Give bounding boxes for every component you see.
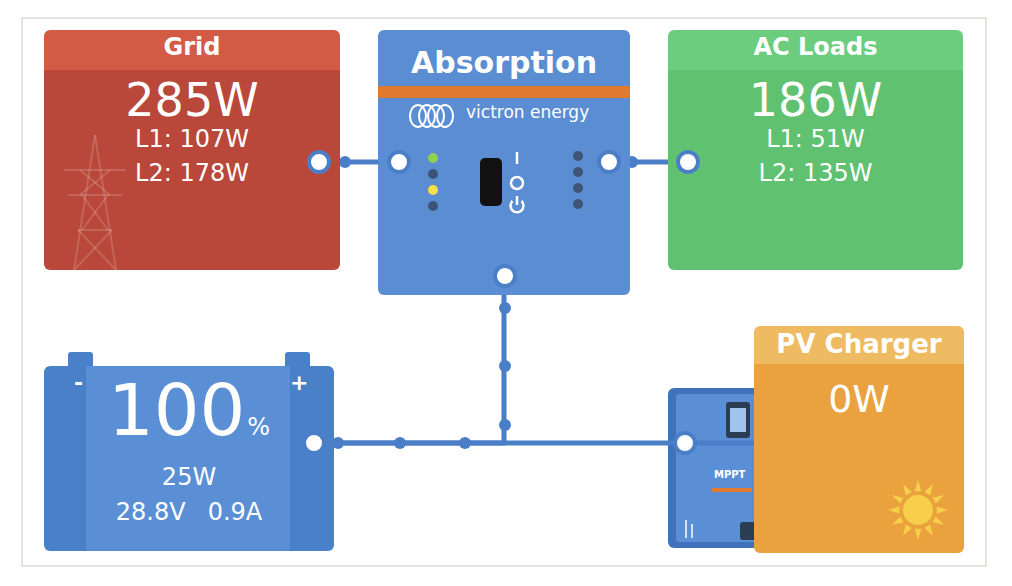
sun-icon: [915, 480, 922, 491]
pylon-icon: [80, 170, 110, 195]
box-heading: AC Loads: [754, 34, 878, 62]
terminal-sign: -: [74, 372, 83, 394]
box-heading: PV Charger: [776, 330, 941, 360]
inverter-icon: [428, 201, 438, 211]
pv-charger-box: PV Charger 0W: [754, 326, 964, 553]
text-row: Absorption: [378, 46, 630, 81]
pylon-icon: [74, 135, 95, 270]
text-row: 285W: [44, 74, 340, 127]
flow-dot: [499, 360, 511, 372]
text-row: L1: 107W: [44, 126, 340, 154]
terminal-sign: +: [290, 372, 308, 394]
sun-icon: [924, 484, 933, 495]
mppt-device: [691, 524, 693, 538]
flow-dot: [394, 437, 406, 449]
inverter-icon: [511, 177, 523, 189]
sun-icon: [903, 524, 912, 535]
sun-icon: [902, 494, 934, 526]
inverter-icon: [573, 183, 583, 193]
mppt-device: [730, 408, 746, 432]
inverter-icon: [511, 152, 524, 212]
value-text: 186W: [749, 74, 882, 127]
value-text: L2: 178W: [135, 160, 249, 188]
flow-dot: [459, 437, 471, 449]
inverter-icon: [410, 105, 453, 127]
mppt-device: [726, 402, 750, 438]
inverter-icon: [516, 196, 519, 205]
box-heading: Absorption: [411, 46, 597, 81]
mppt-device: [668, 388, 764, 548]
text-row: 25W: [44, 464, 334, 492]
pylon-icon: [64, 169, 126, 171]
mppt-device: [712, 488, 752, 492]
flow-dot: [339, 156, 351, 168]
mppt-device: [676, 394, 760, 542]
mppt-device: [685, 520, 687, 538]
text-row: 0W: [754, 378, 964, 422]
sun-icon: [892, 495, 903, 504]
value-text: victron energy: [466, 103, 589, 123]
sun-icon: [915, 529, 922, 540]
loads-box: AC Loads 186WL1: 51W L2: 135W: [668, 30, 963, 270]
flow-dot: [499, 419, 511, 431]
mppt-device: [668, 388, 764, 548]
value-text: 100: [108, 369, 245, 452]
sun-icon: [932, 495, 943, 504]
inverter-icon: [516, 152, 519, 164]
sun-icon: [888, 480, 948, 540]
text-row: L1: 51W: [668, 126, 963, 154]
pylon-icon: [74, 230, 112, 270]
text-row: PV Charger: [754, 330, 964, 360]
inverter-icon: [428, 169, 438, 179]
inverter-icon: [573, 167, 583, 177]
pylon-icon: [68, 194, 122, 196]
pylon-icon: [95, 135, 116, 270]
text-row: L2: 135W: [668, 160, 963, 188]
pylon-icon: [78, 230, 116, 270]
inverter-icon: [437, 105, 453, 127]
sun-icon: [754, 326, 964, 553]
bus-connector: [334, 295, 504, 443]
value-text: 285W: [125, 74, 258, 127]
sun-icon: [892, 516, 903, 525]
inverter-icon: [573, 199, 583, 209]
device-label: MPPT: [714, 470, 745, 480]
value-text: 25W: [162, 464, 216, 492]
pylon-icon: [80, 170, 110, 195]
frame: [22, 18, 986, 566]
sun-icon: [888, 507, 899, 514]
text-row: L2: 178W: [44, 160, 340, 188]
sun-icon: [932, 516, 943, 525]
text-row: 186W: [668, 74, 963, 127]
sun-icon: [937, 507, 948, 514]
grid-box: Grid 285WL1: 107W L2: 178W: [44, 30, 340, 270]
text-row: 28.8V 0.9A: [44, 499, 334, 527]
sun-icon: [924, 524, 933, 535]
value-text: L2: 135W: [759, 160, 873, 188]
value-text: 28.8V: [116, 499, 186, 527]
value-text: L1: 51W: [766, 126, 865, 154]
value-text: 0.9A: [208, 499, 263, 527]
flow-dot: [499, 302, 511, 314]
text-row: AC Loads: [668, 34, 963, 62]
pylon-icon: [82, 195, 108, 230]
connector-port: [675, 433, 695, 453]
text-row: victron energy: [466, 103, 589, 123]
inverter-box: Absorption victron energy: [378, 30, 630, 295]
value-text: 0W: [828, 378, 890, 422]
value-text: L1: 107W: [135, 126, 249, 154]
inverter-icon: [480, 158, 502, 206]
connector-port: [304, 152, 698, 453]
value-text: %: [247, 414, 270, 442]
text-row: Grid: [44, 34, 340, 62]
inverter-icon: [428, 185, 438, 195]
inverter-icon: [573, 151, 583, 161]
pylon-icon: [82, 195, 108, 230]
pylon-icon: [64, 135, 126, 270]
inverter-icon: [428, 153, 438, 163]
box-heading: Grid: [164, 34, 221, 62]
sun-icon: [903, 484, 912, 495]
